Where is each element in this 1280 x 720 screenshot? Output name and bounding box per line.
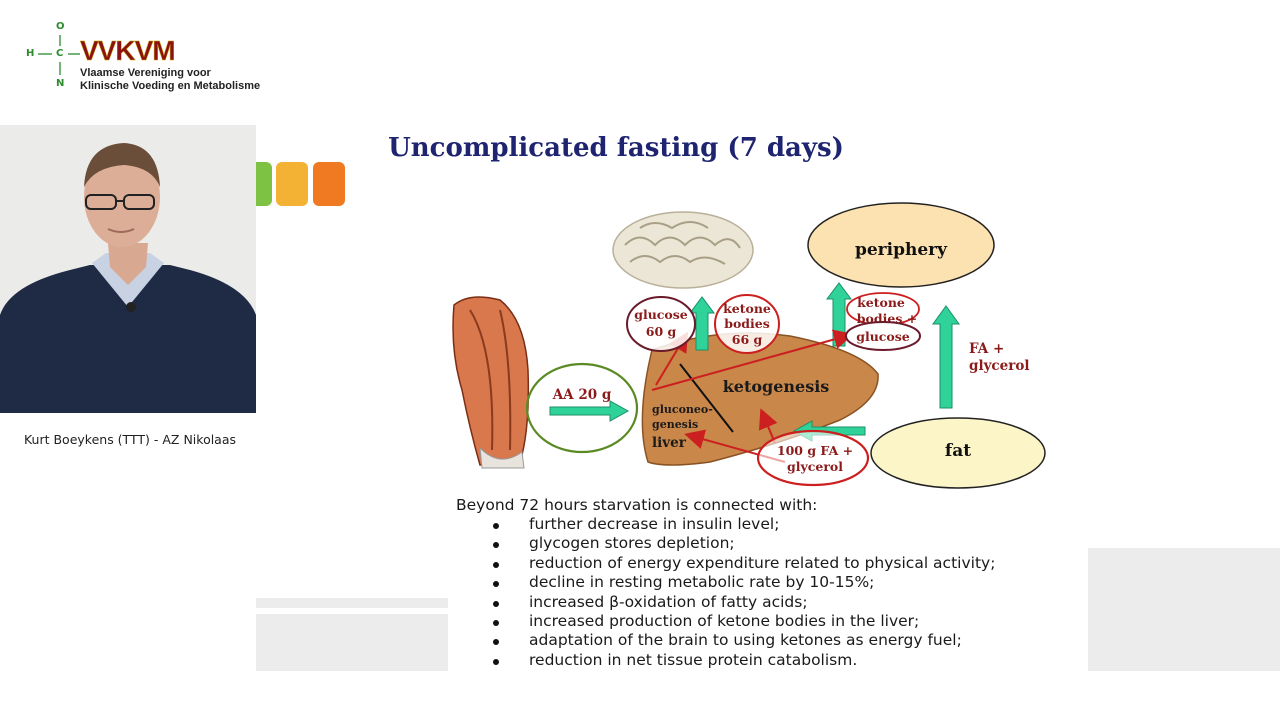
ketone-brain-circle: [714, 294, 780, 354]
accent-square-orange: [313, 162, 345, 206]
logo-title-text: VVKVM: [80, 35, 176, 66]
glucose-brain-line1: glucose: [634, 307, 688, 322]
speaker-figure: [0, 125, 256, 413]
logo-atom-o: O: [56, 21, 65, 32]
logo-bonds: [38, 35, 80, 75]
logo-atom-h: H: [26, 48, 35, 59]
liver-divider: [679, 363, 734, 433]
arrow-glucose-to-brain: [689, 296, 715, 351]
aa-label: AA 20 g: [552, 387, 612, 403]
glucose-periphery-label: glucose: [856, 329, 910, 344]
logo-title: VVKVM: [80, 35, 176, 66]
fasting-diagram: periphery fat glucose 60 g ketone bodies…: [452, 202, 1046, 489]
bullet-item: reduction in net tissue protein cataboli…: [486, 651, 995, 670]
glucose-brain-line2: 60 g: [646, 324, 677, 339]
leg-muscle-image: [452, 296, 530, 469]
vvkvm-logo: O H C N VVKVM Vlaamse Vereniging voor Kl…: [22, 18, 322, 98]
aa-circle: [525, 362, 639, 454]
bullet-item: glycogen stores depletion;: [486, 534, 995, 553]
gluconeo-line2: genesis: [652, 418, 698, 431]
fat-label: fat: [945, 441, 971, 461]
accent-square-green: [256, 162, 272, 206]
speaker-caption: Kurt Boeykens (TTT) - AZ Nikolaas: [23, 432, 237, 447]
fa-100-circle: [756, 429, 870, 487]
fat-ellipse: [870, 417, 1046, 489]
bullet-item: increased production of ketone bodies in…: [486, 612, 995, 631]
ketone-brain-line1: ketone: [723, 301, 771, 316]
slide-intro-text: Beyond 72 hours starvation is connected …: [456, 496, 818, 514]
bullet-item: reduction of energy expenditure related …: [486, 554, 995, 573]
logo-subtitle-line1: Vlaamse Vereniging voor: [80, 67, 211, 79]
bullet-item: increased β-oxidation of fatty acids;: [486, 593, 995, 612]
fa-100-line1: 100 g FA +: [777, 443, 853, 458]
gluconeo-line1: gluconeo-: [652, 403, 713, 416]
periphery-label: periphery: [855, 240, 948, 260]
speaker-video: [0, 125, 256, 413]
logo-subtitle-line2: Klinische Voeding en Metabolisme: [80, 80, 261, 92]
arrow-aa-to-liver: [549, 400, 630, 422]
slide-title: Uncomplicated fasting (7 days): [388, 133, 844, 163]
background-stripe: [256, 608, 448, 614]
bullet-item: adaptation of the brain to using ketones…: [486, 631, 995, 650]
glucose-periphery-circle: [845, 321, 921, 351]
ketogenesis-label: ketogenesis: [723, 377, 830, 396]
slide-bullet-list: further decrease in insulin level; glyco…: [486, 515, 995, 670]
arrow-fa-to-periphery: [932, 305, 960, 409]
logo-subtitle: Vlaamse Vereniging voor Klinische Voedin…: [80, 67, 260, 93]
ketone-brain-line2: bodies: [724, 316, 770, 331]
periphery-ellipse: [807, 202, 995, 288]
liver-label: liver: [652, 435, 687, 451]
accent-square-yellow: [276, 162, 308, 206]
logo-atom-c: C: [56, 48, 64, 59]
red-arrow-fa-to-ketogenesis: [758, 408, 778, 444]
red-arrow-liver-to-periphery-circle: [651, 329, 854, 391]
bullet-item: decline in resting metabolic rate by 10-…: [486, 573, 995, 592]
bullet-item: further decrease in insulin level;: [486, 515, 995, 534]
ketone-periphery-line1: ketone: [857, 295, 905, 310]
fa-glycerol-line1: FA +: [969, 341, 1004, 357]
glucose-brain-circle: [626, 296, 696, 352]
fa-100-line2: glycerol: [787, 459, 843, 474]
background-band-right: [1088, 548, 1280, 671]
logo-atom-n: N: [56, 78, 65, 89]
brain-image: [612, 211, 754, 289]
ketone-brain-line3: 66 g: [732, 332, 763, 347]
fa-glycerol-line2: glycerol: [969, 358, 1029, 374]
